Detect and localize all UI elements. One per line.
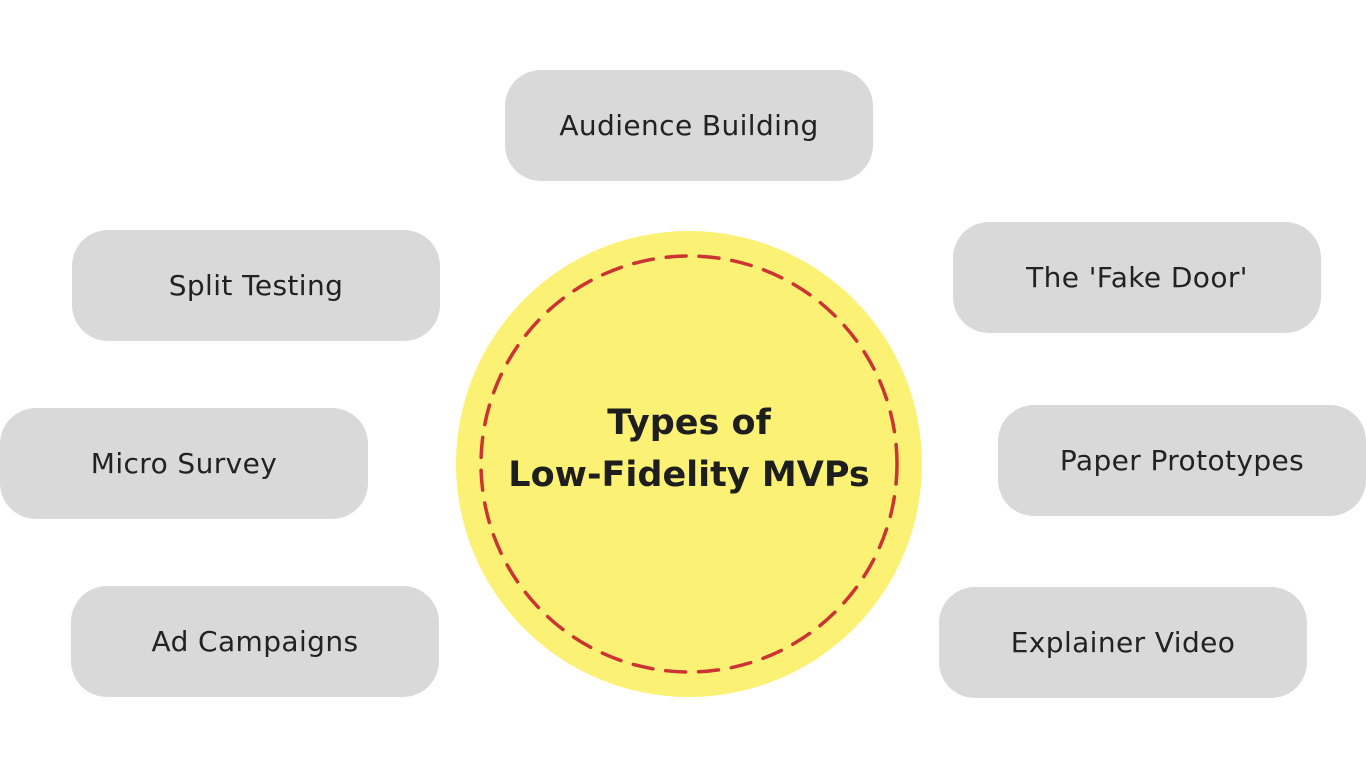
item-ad-campaigns: Ad Campaigns: [71, 586, 439, 697]
item-label: Paper Prototypes: [1059, 444, 1305, 477]
center-hub: Types of Low-Fidelity MVPs: [455, 230, 923, 698]
item-split-testing: Split Testing: [72, 230, 440, 341]
item-paper-prototypes: Paper Prototypes: [998, 405, 1366, 516]
item-fake-door: The 'Fake Door': [953, 222, 1321, 333]
item-label: Audience Building: [559, 109, 819, 142]
item-micro-survey: Micro Survey: [0, 408, 368, 519]
title-line-1: Types of: [607, 403, 771, 443]
item-label: Explainer Video: [1010, 626, 1236, 659]
item-label: Split Testing: [168, 269, 344, 302]
item-label: Ad Campaigns: [151, 625, 359, 658]
center-circle-shape: [456, 231, 922, 697]
diagram-title: Types of Low-Fidelity MVPs: [455, 230, 923, 698]
title-line-2: Low-Fidelity MVPs: [508, 455, 870, 495]
item-label: Micro Survey: [90, 447, 278, 480]
center-circle-dashed-border: [479, 254, 899, 674]
center-circle-fill: [456, 231, 922, 697]
item-explainer-video: Explainer Video: [939, 587, 1307, 698]
item-label: The 'Fake Door': [1026, 261, 1248, 294]
item-audience-building: Audience Building: [505, 70, 873, 181]
